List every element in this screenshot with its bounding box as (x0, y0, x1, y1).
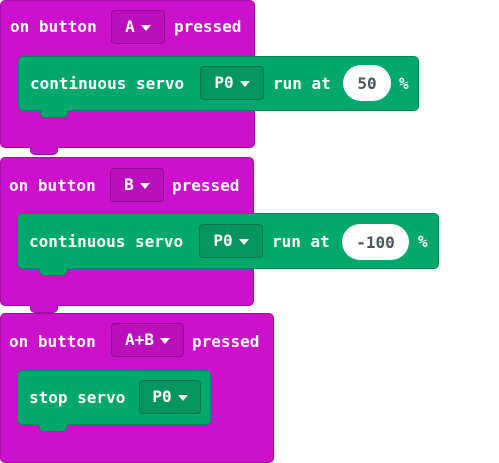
event-label-suffix: pressed (192, 332, 260, 351)
pin-dropdown[interactable]: P0 (199, 224, 263, 258)
servo-block-notch (39, 424, 67, 432)
caret-down-icon (139, 183, 150, 189)
servo-action-label: stop servo (29, 388, 126, 407)
event-label-suffix: pressed (174, 17, 242, 36)
button-dropdown-b[interactable]: B (110, 168, 164, 202)
event-label-prefix: on button (10, 17, 97, 36)
button-dropdown-a[interactable]: A (111, 10, 165, 44)
speed-value-input[interactable]: -100 (342, 224, 409, 260)
button-dropdown-label: A+B (125, 330, 154, 349)
event-label-prefix: on button (9, 176, 96, 195)
button-dropdown-label: A (125, 17, 135, 36)
caret-down-icon (140, 25, 151, 31)
servo-action-label: continuous servo (30, 74, 185, 93)
event-block-notch (30, 147, 58, 155)
event-block-notch (30, 305, 58, 313)
button-dropdown-ab[interactable]: A+B (111, 323, 184, 357)
servo-block-notch (39, 268, 67, 276)
speed-value-input[interactable]: 50 (343, 65, 391, 101)
servo-action-label: continuous servo (29, 232, 184, 251)
percent-label: % (418, 232, 428, 251)
percent-label: % (399, 74, 409, 93)
pin-dropdown-label: P0 (213, 231, 233, 250)
button-dropdown-label: B (124, 175, 134, 194)
pin-dropdown[interactable]: P0 (200, 66, 264, 100)
pin-dropdown-label: P0 (152, 387, 172, 406)
caret-down-icon (159, 338, 170, 344)
servo-block-notch (40, 110, 68, 118)
run-at-label: run at (273, 74, 331, 93)
event-label-prefix: on button (9, 332, 96, 351)
caret-down-icon (177, 395, 188, 401)
caret-down-icon (238, 239, 249, 245)
pin-dropdown-label: P0 (214, 73, 234, 92)
run-at-label: run at (272, 232, 330, 251)
caret-down-icon (239, 81, 250, 87)
event-label-suffix: pressed (172, 176, 240, 195)
pin-dropdown[interactable]: P0 (139, 380, 201, 414)
